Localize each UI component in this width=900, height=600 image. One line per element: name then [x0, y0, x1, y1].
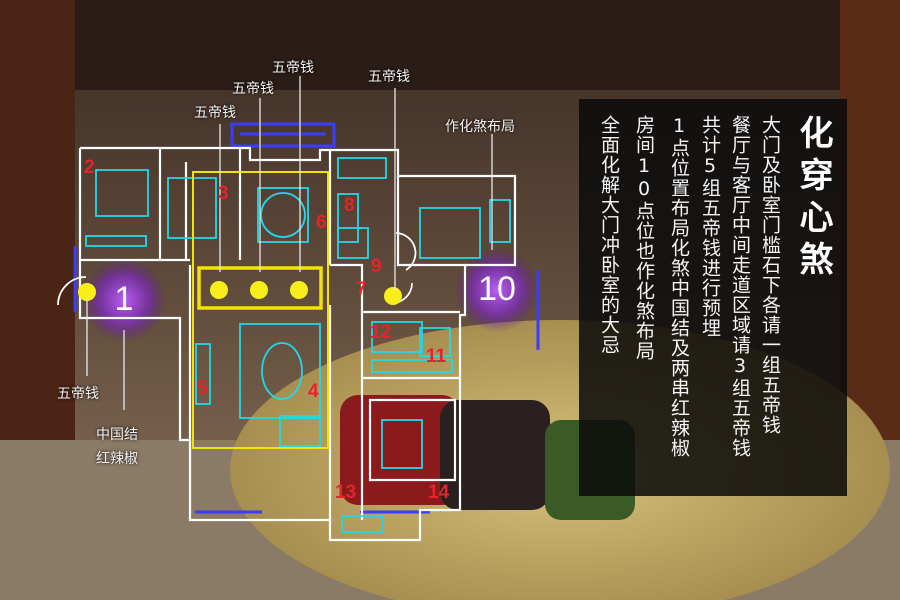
point-14-number: 14 — [428, 482, 450, 503]
ceiling — [0, 0, 900, 90]
window-lines — [73, 122, 540, 514]
point-1-number: 1 — [114, 280, 134, 318]
panel-line-2: 餐厅与客厅中间走道区域请3组五帝钱 — [729, 115, 751, 458]
coin-markers — [78, 281, 402, 305]
coin-marker-bedroom-door — [384, 287, 402, 305]
panel-line-3: 共计5组五帝钱进行预埋 — [699, 115, 721, 338]
point-12-number: 12 — [370, 322, 392, 343]
explanation-panel: 化穿心煞 大门及卧室门槛石下各请一组五帝钱 餐厅与客厅中间走道区域请3组五帝钱 … — [579, 99, 847, 496]
panel-line-6: 全面化解大门冲卧室的大忌 — [598, 115, 620, 355]
coin-marker-left — [78, 283, 96, 301]
label-coin-top-1: 五帝钱 — [194, 105, 236, 121]
black-cushion — [440, 400, 550, 510]
label-remedy-right: 作化煞布局 — [445, 119, 515, 135]
label-coin-top-3: 五帝钱 — [272, 60, 314, 76]
glow-point-1 — [82, 258, 166, 342]
point-6-number: 6 — [316, 212, 327, 233]
point-5-number: 5 — [197, 378, 208, 399]
furniture — [85, 157, 511, 533]
panel-line-1: 大门及卧室门槛石下各请一组五帝钱 — [759, 115, 781, 435]
glow-point-10 — [455, 248, 539, 332]
label-pepper-line1: 中国结 — [96, 427, 138, 443]
coin-marker-corridor-3 — [290, 281, 308, 299]
panel-title: 化穿心煞 — [793, 115, 833, 283]
callout-lines — [86, 76, 493, 410]
label-coin-left: 五帝钱 — [57, 386, 99, 402]
point-8-number: 8 — [344, 195, 355, 216]
panel-line-4: 1点位置布局化煞中国结及两串红辣椒 — [668, 115, 690, 458]
point-11-number: 11 — [426, 346, 447, 367]
point-9-number: 9 — [371, 256, 382, 277]
point-4-number: 4 — [308, 381, 319, 402]
point-7-number: 7 — [356, 279, 367, 300]
label-coin-top-2: 五帝钱 — [232, 81, 274, 97]
coin-marker-corridor-1 — [210, 281, 228, 299]
point-3-number: 3 — [218, 183, 229, 204]
walls — [78, 146, 517, 542]
point-10-number: 10 — [478, 270, 516, 308]
coin-marker-corridor-2 — [250, 281, 268, 299]
label-coin-top-right: 五帝钱 — [368, 69, 410, 85]
panel-line-5: 房间10点位也作化煞布局 — [633, 115, 655, 361]
label-pepper-line2: 红辣椒 — [96, 451, 138, 467]
point-2-number: 2 — [84, 157, 95, 178]
point-13-number: 13 — [335, 482, 357, 503]
